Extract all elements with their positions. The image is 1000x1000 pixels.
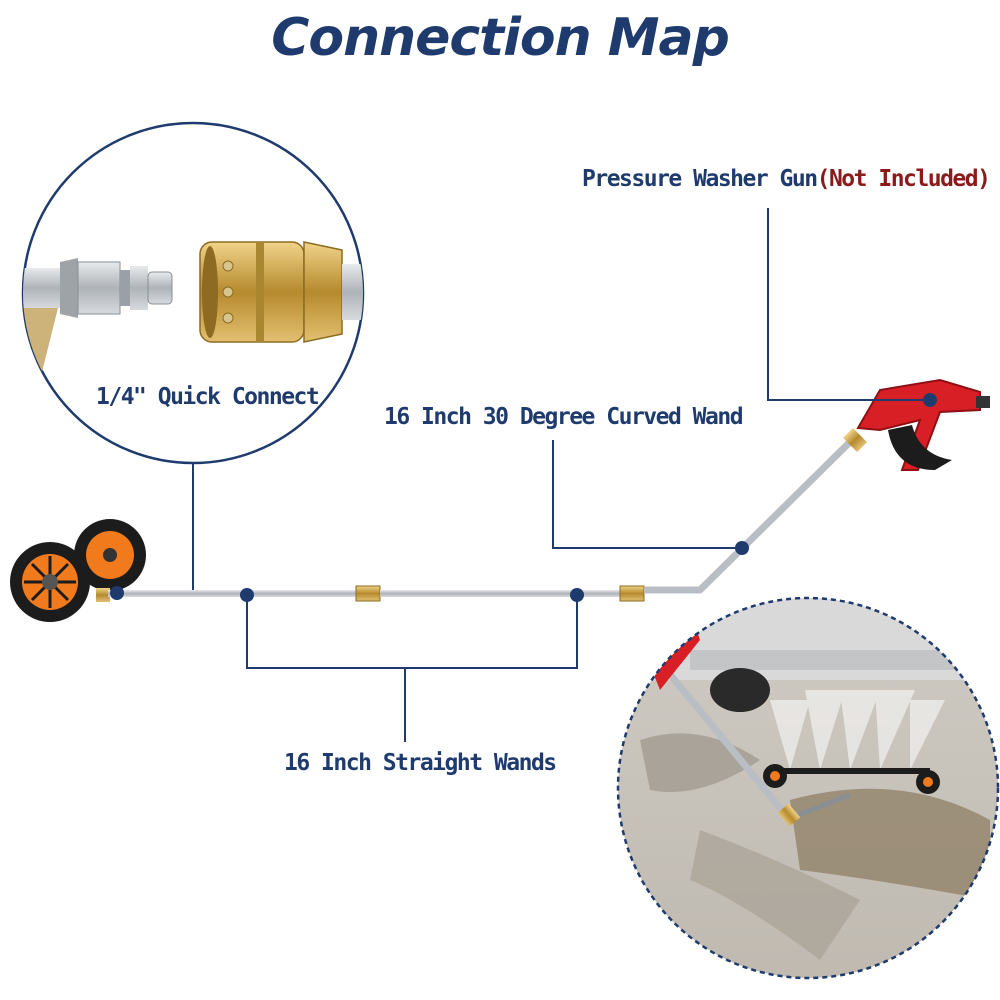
gun-label-text: Pressure Washer Gun (582, 166, 818, 192)
marker-dots (110, 393, 937, 602)
usage-photo (616, 596, 1000, 980)
gun-leader-line (767, 208, 930, 401)
pressure-washer-gun (856, 378, 990, 471)
cleaner-wheels (10, 519, 146, 622)
quick-connect-zoom (21, 121, 365, 593)
straight-wands-bracket (246, 595, 578, 669)
leader-lines (246, 208, 930, 742)
quick-connect-label: 1/4" Quick Connect (96, 384, 320, 410)
curved-wand-leader-line (552, 440, 742, 549)
gun-not-included-note: (Not Included) (816, 166, 991, 192)
wand-assembly (108, 427, 868, 602)
straight-wands-label: 16 Inch Straight Wands (284, 750, 557, 776)
page-title: Connection Map (271, 8, 730, 68)
curved-wand-label: 16 Inch 30 Degree Curved Wand (384, 404, 744, 430)
gun-label: Pressure Washer Gun(Not Included) (582, 166, 991, 192)
